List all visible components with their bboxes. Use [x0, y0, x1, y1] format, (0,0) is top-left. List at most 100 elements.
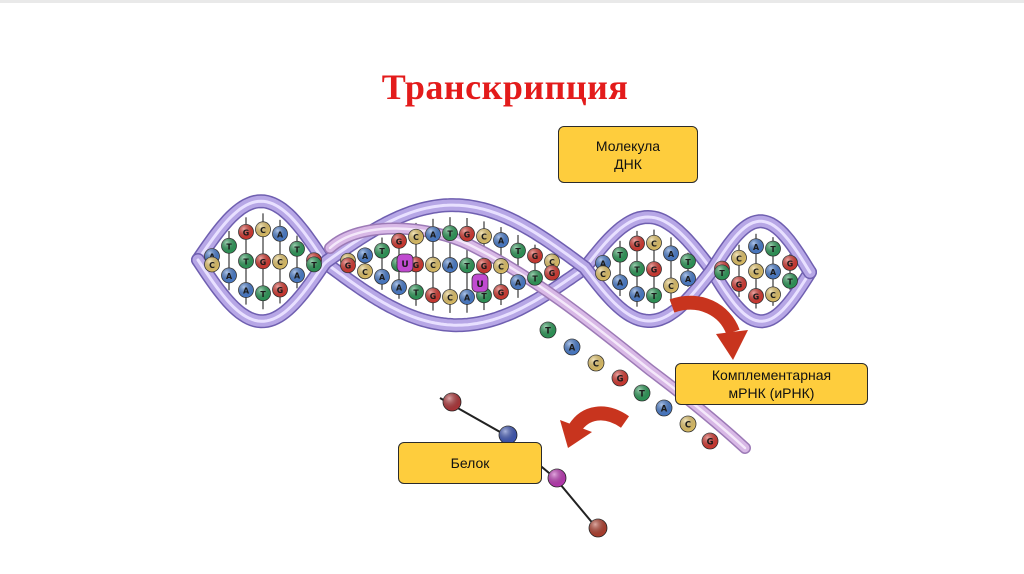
nucleotide: T: [680, 253, 696, 270]
nucleotide: G: [255, 253, 271, 270]
nucleotide-letter: G: [464, 230, 470, 239]
nucleotide-shade: [510, 274, 526, 290]
nucleotide-shade: [442, 289, 458, 305]
nucleotide: T: [612, 246, 628, 263]
nucleotide: G: [272, 281, 288, 298]
nucleotide-shade: [255, 285, 271, 301]
nucleotide-shade: [493, 284, 509, 300]
nucleotide-letter: A: [379, 273, 386, 282]
nucleotide-letter: G: [345, 262, 351, 271]
nucleotide: A: [391, 279, 407, 296]
nucleotide: A: [425, 226, 441, 243]
nucleotide-letter: A: [464, 293, 471, 302]
nucleotide-shade: [540, 322, 556, 338]
nucleotide-letter: C: [277, 258, 283, 267]
nucleotide-shade: [238, 253, 254, 269]
nucleotide: C: [272, 253, 288, 270]
amino-acid-bead: [547, 468, 567, 488]
nucleotide-letter: T: [719, 269, 725, 278]
nucleotide: A: [442, 257, 458, 273]
nucleotide-letter: A: [362, 252, 369, 261]
nucleotide-letter: C: [260, 226, 266, 235]
nucleotide-shade: [782, 273, 798, 289]
nucleotide-letter: T: [685, 258, 691, 267]
nucleotide-shade: [748, 238, 764, 254]
nucleotide-letter: C: [651, 239, 657, 248]
nucleotide-letter: T: [545, 326, 551, 336]
nucleotide-letter: G: [532, 252, 538, 261]
nucleotide-shade: [493, 232, 509, 248]
nucleotide-letter: T: [651, 292, 657, 301]
nucleotide: C: [204, 256, 220, 273]
template-nucleotide: T: [539, 321, 557, 339]
nucleotide-shade: [680, 416, 696, 432]
nucleotide-shade: [527, 270, 543, 286]
nucleotide-letter: A: [569, 343, 576, 353]
nucleotide-shade: [646, 261, 662, 277]
nucleotide-shade: [272, 282, 288, 298]
nucleotide-letter: C: [600, 270, 606, 279]
nucleotide-shade: [221, 238, 237, 254]
nucleotide: A: [612, 274, 628, 291]
nucleotide-letter: T: [634, 265, 640, 274]
nucleotide-shade: [646, 235, 662, 251]
nucleotide-shade: [629, 236, 645, 252]
nucleotide-letter: C: [209, 261, 215, 270]
mrna-strand-highlight: [328, 227, 747, 450]
nucleotide-shade: [702, 433, 718, 449]
nucleotide-shade: [204, 256, 220, 272]
nucleotide: A: [663, 245, 679, 262]
nucleotide-letter: C: [736, 254, 742, 263]
template-nucleotide: C: [587, 354, 605, 372]
nucleotide-shade: [306, 256, 322, 272]
protein-label: Белок: [398, 442, 542, 484]
nucleotide-letter: C: [481, 233, 487, 242]
nucleotide: A: [765, 263, 781, 280]
nucleotide-shade: [289, 267, 305, 283]
nucleotide-shade: [634, 385, 650, 401]
nucleotide-shade: [255, 253, 271, 269]
nucleotide-shade: [629, 286, 645, 302]
nucleotide-letter: A: [685, 275, 692, 284]
nucleotide: G: [340, 257, 356, 274]
nucleotide-shade: [544, 265, 560, 281]
mrna-label: Комплементарная мРНК (иРНК): [675, 363, 868, 405]
template-nucleotide: A: [563, 338, 581, 356]
uracil-ball: [471, 273, 489, 293]
nucleotide-shade: [408, 284, 424, 300]
nucleotide: C: [442, 289, 458, 305]
nucleotide-letter: G: [753, 293, 759, 302]
nucleotide-shade: [629, 261, 645, 277]
nucleotide-letter: A: [600, 259, 607, 268]
nucleotide-letter: A: [430, 231, 437, 240]
nucleotide-shade: [340, 257, 356, 273]
nucleotide-letter: A: [243, 287, 250, 296]
nucleotide-letter: A: [277, 230, 284, 239]
nucleotide-letter: T: [515, 247, 521, 256]
nucleotide-shade: [476, 258, 492, 274]
nucleotide-shade: [748, 263, 764, 279]
nucleotide-shade: [425, 226, 441, 242]
nucleotide-letter: T: [379, 247, 385, 256]
nucleotide-shade: [656, 400, 672, 416]
nucleotide: A: [374, 268, 390, 285]
nucleotide: C: [765, 286, 781, 303]
arrow-shaft: [569, 406, 630, 433]
nucleotide-bases: ACTAGTACGTACGTAGTCGACTAGTACGTACGTACGTACG…: [204, 221, 798, 450]
nucleotide-letter: G: [430, 292, 436, 301]
nucleotide-letter: G: [260, 258, 266, 267]
process-arrows: [560, 295, 748, 448]
nucleotide-letter: C: [549, 258, 555, 267]
nucleotide: G: [527, 247, 543, 264]
nucleotide: A: [510, 274, 526, 291]
dna-label-line2: ДНК: [614, 155, 642, 172]
nucleotide-letter: C: [447, 293, 453, 302]
nucleotide-shade: [663, 278, 679, 294]
arrow-to-mrna: [669, 295, 748, 360]
nucleotide: T: [289, 240, 305, 257]
nucleotide-shade: [782, 255, 798, 271]
nucleotide-shade: [564, 339, 580, 355]
nucleotide: G: [459, 225, 475, 242]
nucleotide-letter: T: [413, 289, 419, 298]
